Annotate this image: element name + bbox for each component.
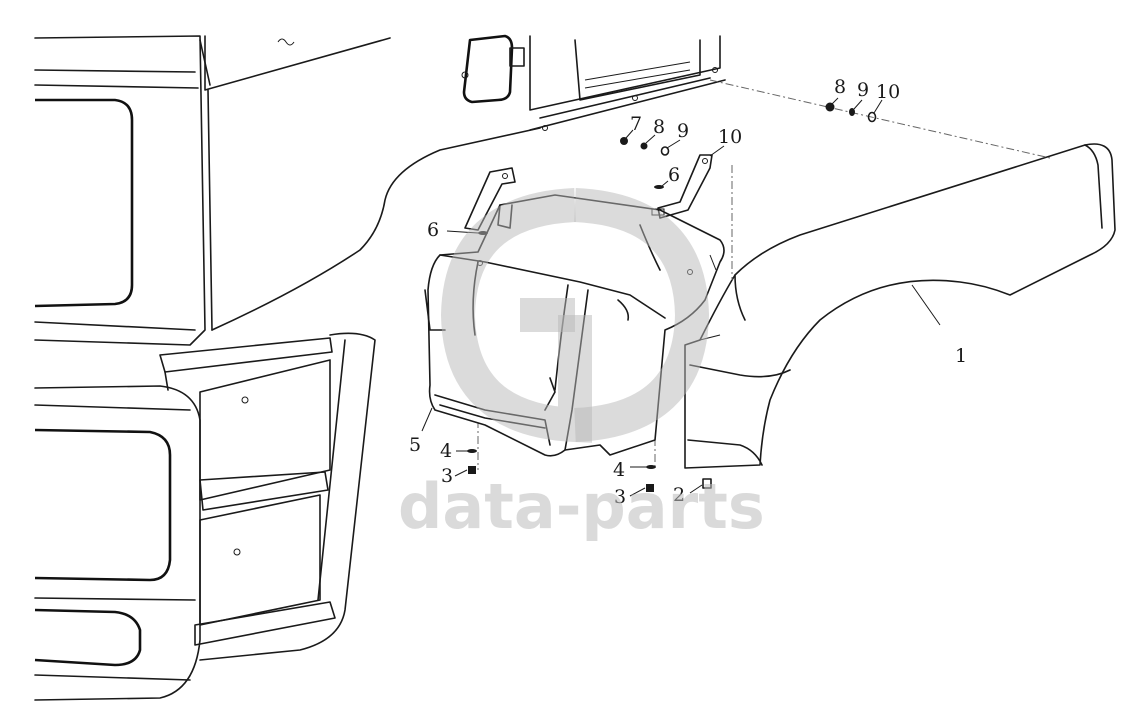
callout-labels: 1 2 3 3 4 4 5 6 6 7 8 8 9 9 10 10 — [409, 76, 967, 508]
callout-label-8-mid: 8 — [653, 116, 665, 138]
callout-label-6-right: 6 — [668, 164, 680, 186]
cab-bumper — [34, 385, 201, 701]
fastener-8-top — [825, 102, 835, 112]
fastener-3-left — [468, 466, 476, 474]
fastener-9-top — [849, 108, 855, 116]
data-parts-logo — [440, 188, 710, 443]
callout-label-3-left: 3 — [441, 465, 453, 487]
callout-label-9-top: 9 — [857, 79, 869, 101]
callout-label-5: 5 — [409, 434, 421, 456]
mudguard-panel-part-1 — [684, 143, 1116, 469]
callout-label-9-mid: 9 — [677, 120, 689, 142]
callout-label-6-left: 6 — [427, 219, 439, 241]
fastener-7 — [620, 137, 628, 145]
fastener-4-right — [646, 465, 656, 469]
cab-body — [34, 34, 726, 346]
fastener-3-right — [646, 484, 654, 492]
callout-label-7: 7 — [630, 113, 642, 135]
callout-label-4-right: 4 — [613, 459, 625, 481]
callout-label-2: 2 — [673, 484, 685, 506]
callout-label-3-right: 3 — [614, 486, 626, 508]
cab-steps — [159, 332, 376, 661]
watermark-text: data-parts — [398, 470, 765, 543]
callout-label-10-mid: 10 — [718, 126, 742, 148]
fastener-6-right — [654, 185, 664, 189]
leader-lines — [421, 97, 941, 497]
mounting-brackets — [464, 154, 713, 231]
fastener-4-left — [467, 449, 477, 453]
callout-label-4-left: 4 — [440, 440, 452, 462]
fastener-9-mid — [660, 146, 670, 156]
fastener-10-top — [867, 111, 877, 123]
callout-label-1: 1 — [955, 345, 967, 367]
callout-label-8-top: 8 — [834, 76, 846, 98]
watermark: data-parts — [398, 188, 765, 543]
fastener-2 — [702, 478, 712, 489]
fastener-8-mid — [640, 142, 648, 150]
callout-label-10-top: 10 — [876, 81, 900, 103]
